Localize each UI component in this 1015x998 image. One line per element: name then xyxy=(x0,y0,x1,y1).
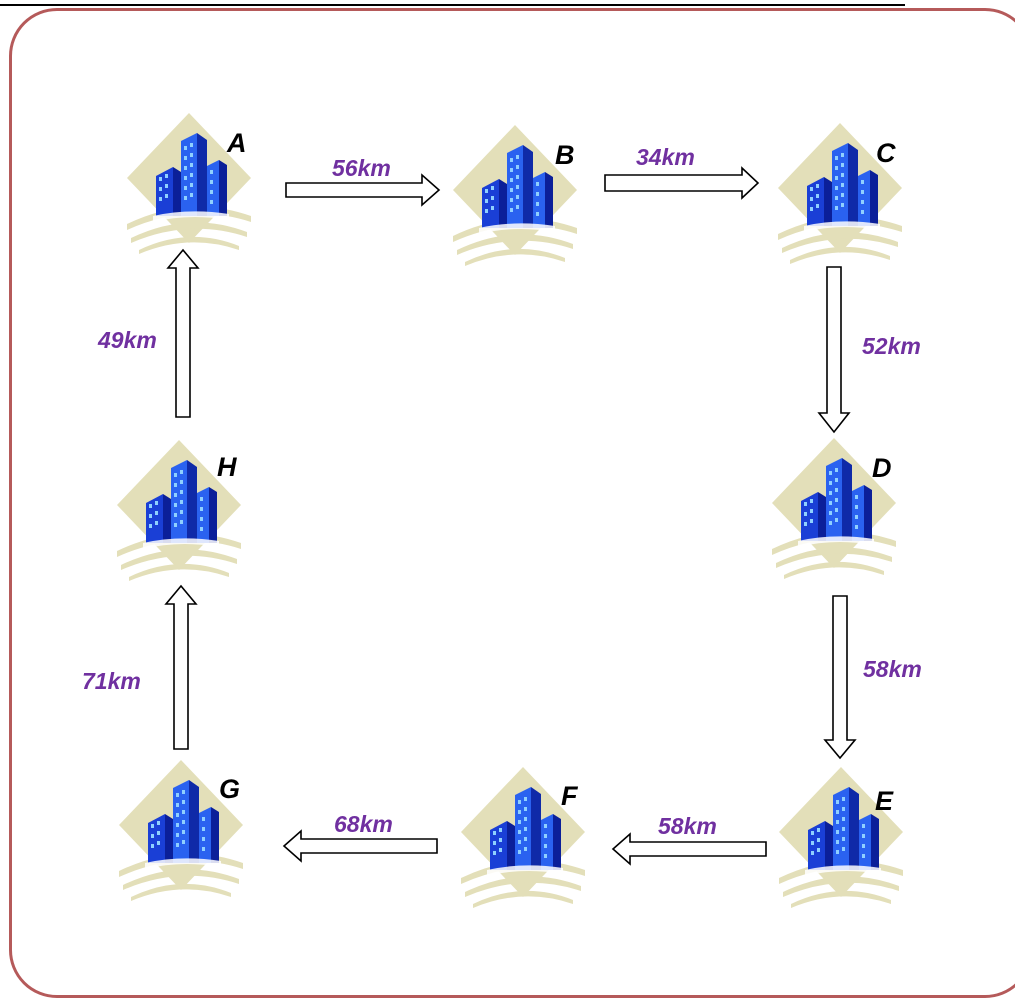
node-label: H xyxy=(217,452,237,482)
edge-arrow-f-g xyxy=(282,829,438,863)
edge-arrow-h-a xyxy=(166,248,200,418)
edge-arrow-e-f xyxy=(611,832,767,866)
node-e: E xyxy=(779,767,903,908)
node-label: A xyxy=(226,128,247,158)
node-f: F xyxy=(461,767,585,908)
node-a: A xyxy=(127,113,251,254)
node-label: B xyxy=(555,140,575,170)
node-c: C xyxy=(778,123,902,264)
edge-label-g-h: 71km xyxy=(82,668,141,694)
edge-arrow-d-e xyxy=(823,595,857,760)
edge-arrow-g-h xyxy=(164,584,198,750)
edge-label-f-g: 68km xyxy=(334,811,393,837)
node-label: C xyxy=(876,138,896,168)
node-d: D xyxy=(772,438,896,579)
edge-label-h-a: 49km xyxy=(97,327,157,353)
edge-label-c-d: 52km xyxy=(862,333,921,359)
node-label: G xyxy=(219,774,240,804)
edge-arrow-a-b xyxy=(285,173,441,207)
edge-label-b-c: 34km xyxy=(636,144,695,170)
edge-arrow-b-c xyxy=(604,166,760,200)
top-rule xyxy=(0,0,905,6)
route-diagram: A B C D E F G H 56km 34km xyxy=(82,113,922,908)
node-b: B xyxy=(453,125,577,266)
node-label: F xyxy=(561,781,579,811)
node-h: H xyxy=(117,440,241,581)
edge-label-d-e: 58km xyxy=(863,656,922,682)
node-label: D xyxy=(872,453,892,483)
edge-label-e-f: 58km xyxy=(658,813,717,839)
node-g: G xyxy=(119,760,243,901)
edge-label-a-b: 56km xyxy=(332,155,391,181)
edge-arrow-c-d xyxy=(817,266,851,434)
node-label: E xyxy=(875,786,894,816)
